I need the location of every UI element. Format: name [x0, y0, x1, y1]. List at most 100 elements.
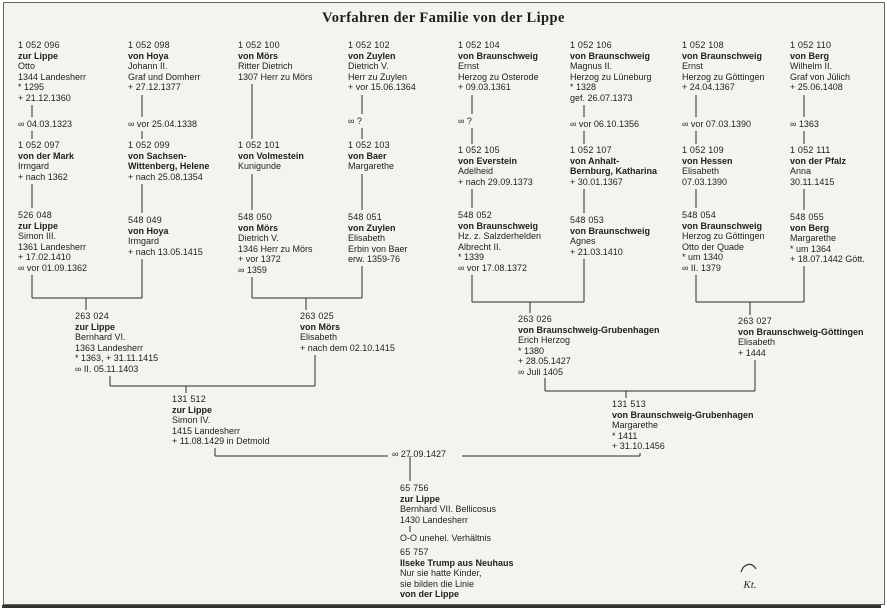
marriage-date-label: ∞ 1363 — [790, 119, 819, 129]
person-detail: Irmgard — [18, 161, 50, 171]
person-family-name: von Anhalt- — [570, 155, 620, 166]
person-1052102: 1 052 102 von Zuylen Dietrich V.Herr zu … — [348, 40, 416, 93]
person-detail: ∞ 1359 — [238, 264, 267, 275]
person-details: + 30.01.1367 — [570, 177, 657, 188]
person-131513: 131 513 von Braunschweig-Grubenhagen Mar… — [612, 399, 754, 452]
person-detail: ∞ vor 17.08.1372 — [458, 262, 527, 273]
marriage-date-label: ∞ vor 07.03.1390 — [682, 119, 751, 129]
person-id: 1 052 110 — [790, 40, 832, 50]
person-1052107: 1 052 107 von Anhalt- Bernburg, Katharin… — [570, 145, 657, 187]
person-1052099: 1 052 099 von Sachsen- Wittenberg, Helen… — [128, 140, 209, 182]
person-detail: Irmgard — [128, 236, 160, 246]
person-detail: ∞ vor 01.09.1362 — [18, 262, 87, 273]
person-family-name: von Berg — [790, 50, 830, 61]
person-family-name: von Hoya — [128, 225, 169, 236]
person-family-name: von Zuylen — [348, 50, 396, 61]
person-id: 131 513 — [612, 399, 646, 409]
person-id: 548 050 — [238, 212, 272, 222]
person-548052: 548 052 von Braunschweig Hz. z. Salzderh… — [458, 210, 541, 273]
person-family-name: von Braunschweig-Göttingen — [738, 326, 864, 337]
person-family-name: zur Lippe — [75, 321, 115, 332]
person-detail: Herzog zu Osterode — [458, 71, 539, 82]
person-family-name: zur Lippe — [172, 404, 212, 415]
person-family-name: von Mörs — [238, 222, 279, 233]
person-65756: 65 756 zur Lippe Bernhard VII. Bellicosu… — [400, 483, 496, 525]
person-family-name: von Sachsen- — [128, 150, 187, 161]
person-details: Dietrich V.Herr zu Zuylen+ vor 15.06.136… — [348, 61, 416, 93]
person-family-name: zur Lippe — [400, 493, 440, 504]
person-id: 1 052 111 — [790, 145, 831, 155]
person-detail: erw. 1359-76 — [348, 254, 401, 264]
person-family-tail: von der Lippe — [400, 589, 460, 599]
person-detail: Herzog zu Göttingen — [682, 231, 765, 241]
person-526048: 526 048 zur Lippe Simon III.1361 Landesh… — [18, 210, 87, 273]
person-family-name: von Berg — [790, 222, 830, 233]
person-family-name: von Hessen — [682, 155, 733, 166]
person-detail: Herr zu Zuylen — [348, 71, 408, 82]
person-263024: 263 024 zur Lippe Bernhard VI.1363 Lande… — [75, 311, 158, 374]
person-detail: Elisabeth — [682, 166, 720, 176]
person-details: + nach 25.08.1354 — [128, 172, 209, 183]
person-details: Bernhard VI.1363 Landesherr* 1363, + 31.… — [75, 332, 158, 374]
person-family-name: von Braunschweig — [570, 225, 651, 236]
person-family-name: von Zuylen — [348, 222, 396, 233]
person-detail: Nur sie hatte Kinder, — [400, 568, 482, 578]
marriage-date-label: ∞ ? — [348, 116, 362, 126]
person-details: Irmgard+ nach 13.05.1415 — [128, 236, 203, 257]
person-detail: Ritter Dietrich — [238, 61, 293, 71]
person-detail: Margarethe — [790, 233, 837, 243]
person-detail: * 1363, + 31.11.1415 — [75, 353, 159, 363]
person-details: Erich Herzog* 1380+ 28.05.1427∞ Juli 140… — [518, 335, 660, 377]
person-id: 263 025 — [300, 311, 334, 321]
signature-mark: Kt. — [738, 561, 762, 591]
person-id: 1 052 101 — [238, 140, 280, 150]
person-details: Kunigunde — [238, 161, 304, 172]
person-detail: * 1295 — [18, 82, 45, 92]
person-id: 1 052 103 — [348, 140, 390, 150]
person-details: Irmgard+ nach 1362 — [18, 161, 74, 182]
person-family-name: von Braunschweig — [458, 220, 539, 231]
person-detail: Elisabeth — [300, 332, 338, 342]
person-detail: Herzog zu Göttingen — [682, 71, 765, 82]
person-details: Simon IV.1415 Landesherr+ 11.08.1429 in … — [172, 415, 270, 447]
person-id: 65 757 — [400, 547, 429, 557]
person-detail: + 25.06.1408 — [790, 82, 843, 92]
person-detail: + 1444 — [738, 347, 766, 358]
person-family-name: von Volmestein — [238, 150, 304, 161]
person-detail: Graf und Domherr — [128, 71, 201, 82]
person-id: 548 051 — [348, 212, 382, 222]
person-id: 263 026 — [518, 314, 552, 324]
marriage-date-label: ∞ ? — [458, 116, 472, 126]
marriage-date-label: ∞ vor 25.04.1338 — [128, 119, 197, 129]
person-detail: * 1411 — [612, 430, 638, 441]
person-detail: Albrecht II. — [458, 241, 502, 252]
person-detail: + 31.10.1456 — [612, 441, 665, 451]
person-detail: + nach 29.09.1373 — [458, 176, 533, 187]
person-detail: Otto — [18, 61, 36, 71]
person-detail: Wilhelm II. — [790, 61, 833, 71]
person-548054: 548 054 von Braunschweig Herzog zu Götti… — [682, 210, 765, 273]
scan-edge-artifact — [2, 605, 881, 608]
person-548050: 548 050 von Mörs Dietrich V.1346 Herr zu… — [238, 212, 313, 275]
person-id: 1 052 102 — [348, 40, 390, 50]
person-1052103: 1 052 103 von Baer Margarethe — [348, 140, 394, 172]
person-family-name: von der Mark — [18, 150, 75, 161]
person-detail: Margarethe — [348, 161, 395, 171]
person-id: 1 052 104 — [458, 40, 500, 50]
person-id: 1 052 097 — [18, 140, 60, 150]
person-family-name: von Mörs — [238, 50, 279, 61]
person-id: 1 052 098 — [128, 40, 170, 50]
person-detail: 1346 Herr zu Mörs — [238, 243, 313, 254]
person-detail: 1363 Landesherr — [75, 342, 144, 353]
person-detail: Anna — [790, 166, 812, 176]
person-detail: ∞ II. 05.11.1403 — [75, 363, 139, 374]
person-family-name: von Braunschweig-Grubenhagen — [612, 409, 754, 420]
person-id: 1 052 096 — [18, 40, 60, 50]
person-548049: 548 049 von Hoya Irmgard+ nach 13.05.141… — [128, 215, 203, 257]
